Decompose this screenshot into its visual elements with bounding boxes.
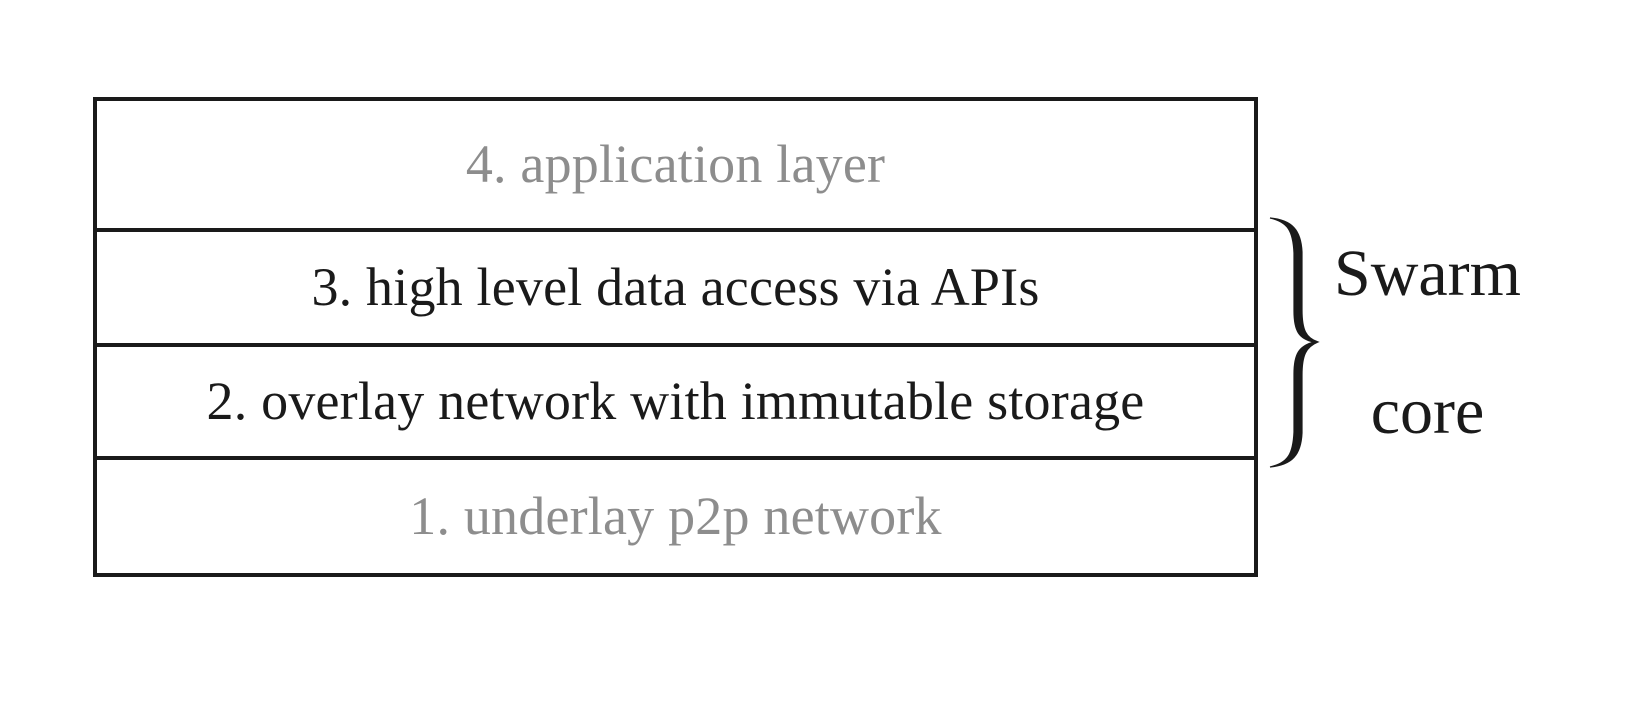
layer-row-underlay: 1. underlay p2p network — [97, 455, 1254, 573]
layer-row-application: 4. application layer — [97, 101, 1254, 228]
stack-container: 4. application layer 3. high level data … — [93, 97, 1258, 577]
swarm-core-annotation: Swarm core — [1268, 215, 1628, 470]
layer-label-underlay: 1. underlay p2p network — [409, 486, 942, 547]
swarm-core-label: Swarm core — [1334, 169, 1521, 515]
swarm-core-label-line2: core — [1370, 375, 1485, 449]
layer-row-overlay: 2. overlay network with immutable storag… — [97, 342, 1254, 456]
layer-label-api: 3. high level data access via APIs — [311, 257, 1040, 318]
layer-label-application: 4. application layer — [465, 134, 886, 195]
layer-row-api: 3. high level data access via APIs — [97, 227, 1254, 343]
swarm-core-label-line1: Swarm — [1334, 236, 1521, 310]
layer-label-overlay: 2. overlay network with immutable storag… — [206, 371, 1145, 432]
right-curly-brace-icon — [1268, 215, 1324, 470]
